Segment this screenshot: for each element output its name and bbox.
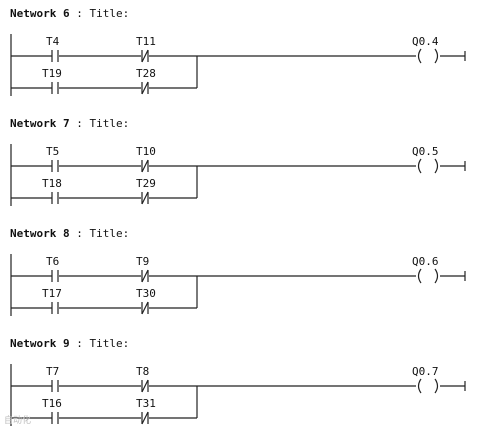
contact-label: T11: [136, 35, 156, 48]
contact-label: T7: [46, 365, 59, 378]
output-coil[interactable]: Q0.5: [412, 145, 466, 174]
contact-label: T5: [46, 145, 59, 158]
network-header: Network 8 : Title:: [10, 227, 129, 240]
contact-label: T28: [136, 67, 156, 80]
nc-contact-1[interactable]: T9: [136, 255, 149, 283]
network-header: Network 7 : Title:: [10, 117, 129, 130]
no-contact-2[interactable]: T19: [42, 67, 62, 94]
contact-slash: [141, 49, 149, 63]
network-label: Network: [10, 227, 57, 240]
no-contact-0[interactable]: T5: [46, 145, 59, 172]
coil-label: Q0.4: [412, 35, 439, 48]
network-number: 6: [62, 7, 70, 20]
contact-slash: [141, 159, 149, 173]
no-contact-2[interactable]: T16: [42, 397, 62, 424]
nc-contact-1[interactable]: T11: [136, 35, 156, 63]
coil-left-paren: [417, 378, 422, 394]
contact-label: T6: [46, 255, 59, 268]
network-label: Network: [10, 7, 57, 20]
contact-label: T4: [46, 35, 60, 48]
no-contact-0[interactable]: T7: [46, 365, 59, 392]
contact-label: T16: [42, 397, 62, 410]
contact-label: T17: [42, 287, 62, 300]
contact-slash: [141, 301, 149, 315]
network-header: Network 6 : Title:: [10, 7, 129, 20]
contact-label: T19: [42, 67, 62, 80]
network-header: Network 9 : Title:: [10, 337, 129, 350]
output-coil[interactable]: Q0.4: [412, 35, 466, 64]
coil-right-paren: [434, 268, 439, 284]
coil-right-paren: [434, 378, 439, 394]
watermark: 自动化: [4, 416, 32, 426]
coil-label: Q0.5: [412, 145, 439, 158]
network-number: 9: [62, 337, 70, 350]
contact-slash: [141, 191, 149, 205]
contact-slash: [141, 81, 149, 95]
no-contact-2[interactable]: T17: [42, 287, 62, 314]
nc-contact-3[interactable]: T28: [136, 67, 156, 95]
nc-contact-3[interactable]: T31: [136, 397, 156, 425]
nc-contact-3[interactable]: T29: [136, 177, 156, 205]
contact-slash: [141, 269, 149, 283]
coil-right-paren: [434, 158, 439, 174]
coil-label: Q0.6: [412, 255, 439, 268]
coil-right-paren: [434, 48, 439, 64]
network-number: 7: [62, 117, 70, 130]
nc-contact-1[interactable]: T10: [136, 145, 156, 173]
coil-label: Q0.7: [412, 365, 439, 378]
network-label: Network: [10, 337, 57, 350]
no-contact-0[interactable]: T6: [46, 255, 59, 282]
contact-label: T18: [42, 177, 62, 190]
nc-contact-1[interactable]: T8: [136, 365, 149, 393]
contact-slash: [141, 411, 149, 425]
contact-label: T29: [136, 177, 156, 190]
contact-slash: [141, 379, 149, 393]
no-contact-2[interactable]: T18: [42, 177, 62, 204]
no-contact-0[interactable]: T4: [46, 35, 60, 62]
contact-label: T9: [136, 255, 149, 268]
output-coil[interactable]: Q0.6: [412, 255, 466, 284]
contact-label: T8: [136, 365, 149, 378]
contact-label: T30: [136, 287, 156, 300]
network-title: : Title:: [76, 227, 130, 240]
network-title: : Title:: [76, 337, 130, 350]
network-title: : Title:: [76, 117, 130, 130]
coil-left-paren: [417, 158, 422, 174]
network-number: 8: [62, 227, 70, 240]
network-label: Network: [10, 117, 57, 130]
coil-left-paren: [417, 268, 422, 284]
contact-label: T31: [136, 397, 156, 410]
coil-left-paren: [417, 48, 422, 64]
network-title: : Title:: [76, 7, 130, 20]
nc-contact-3[interactable]: T30: [136, 287, 156, 315]
output-coil[interactable]: Q0.7: [412, 365, 466, 394]
contact-label: T10: [136, 145, 156, 158]
